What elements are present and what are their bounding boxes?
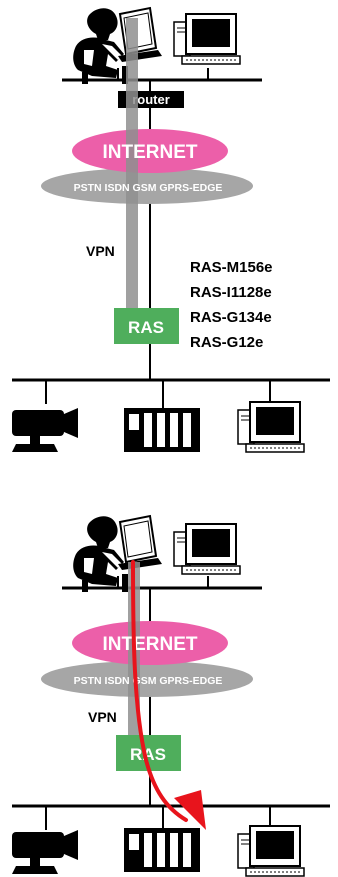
red-arrow-icon: [131, 560, 188, 822]
model-label: RAS-G12e: [190, 334, 263, 351]
internet-label: INTERNET: [103, 142, 198, 163]
bottom-panel: INTERNET PSTN ISDN GSM GPRS-EDGE VPN RAS: [12, 515, 330, 877]
network-ellipse: [41, 168, 253, 204]
desktop-pc-icon: [237, 401, 305, 453]
plc-device-icon: [124, 408, 200, 452]
camera-icon: [12, 830, 78, 874]
networks-label: PSTN ISDN GSM GPRS-EDGE: [74, 675, 223, 687]
vpn-tunnel: [126, 18, 138, 312]
router-label: router: [132, 92, 170, 107]
model-label: RAS-G134e: [190, 309, 272, 326]
red-arrowhead: [174, 790, 206, 830]
internet-ellipse: [72, 129, 228, 173]
desktop-pc-icon: [173, 13, 241, 65]
internet-ellipse: [72, 621, 228, 665]
ras-box: [114, 308, 179, 344]
desktop-pc-icon: [173, 523, 241, 575]
model-label: RAS-I1128e: [190, 284, 272, 301]
plc-device-icon: [124, 828, 200, 872]
vpn-label: VPN: [86, 243, 115, 259]
model-label: RAS-M156e: [190, 259, 273, 276]
desktop-pc-icon: [237, 825, 305, 877]
camera-icon: [12, 408, 78, 452]
top-panel: router INTERNET PSTN ISDN GSM GPRS-EDGE …: [12, 7, 330, 453]
ras-label: RAS: [130, 745, 166, 764]
network-ellipse: [41, 661, 253, 697]
internet-label: INTERNET: [103, 634, 198, 655]
vpn-label: VPN: [88, 709, 117, 725]
ras-label: RAS: [128, 318, 164, 337]
networks-label: PSTN ISDN GSM GPRS-EDGE: [74, 182, 223, 194]
